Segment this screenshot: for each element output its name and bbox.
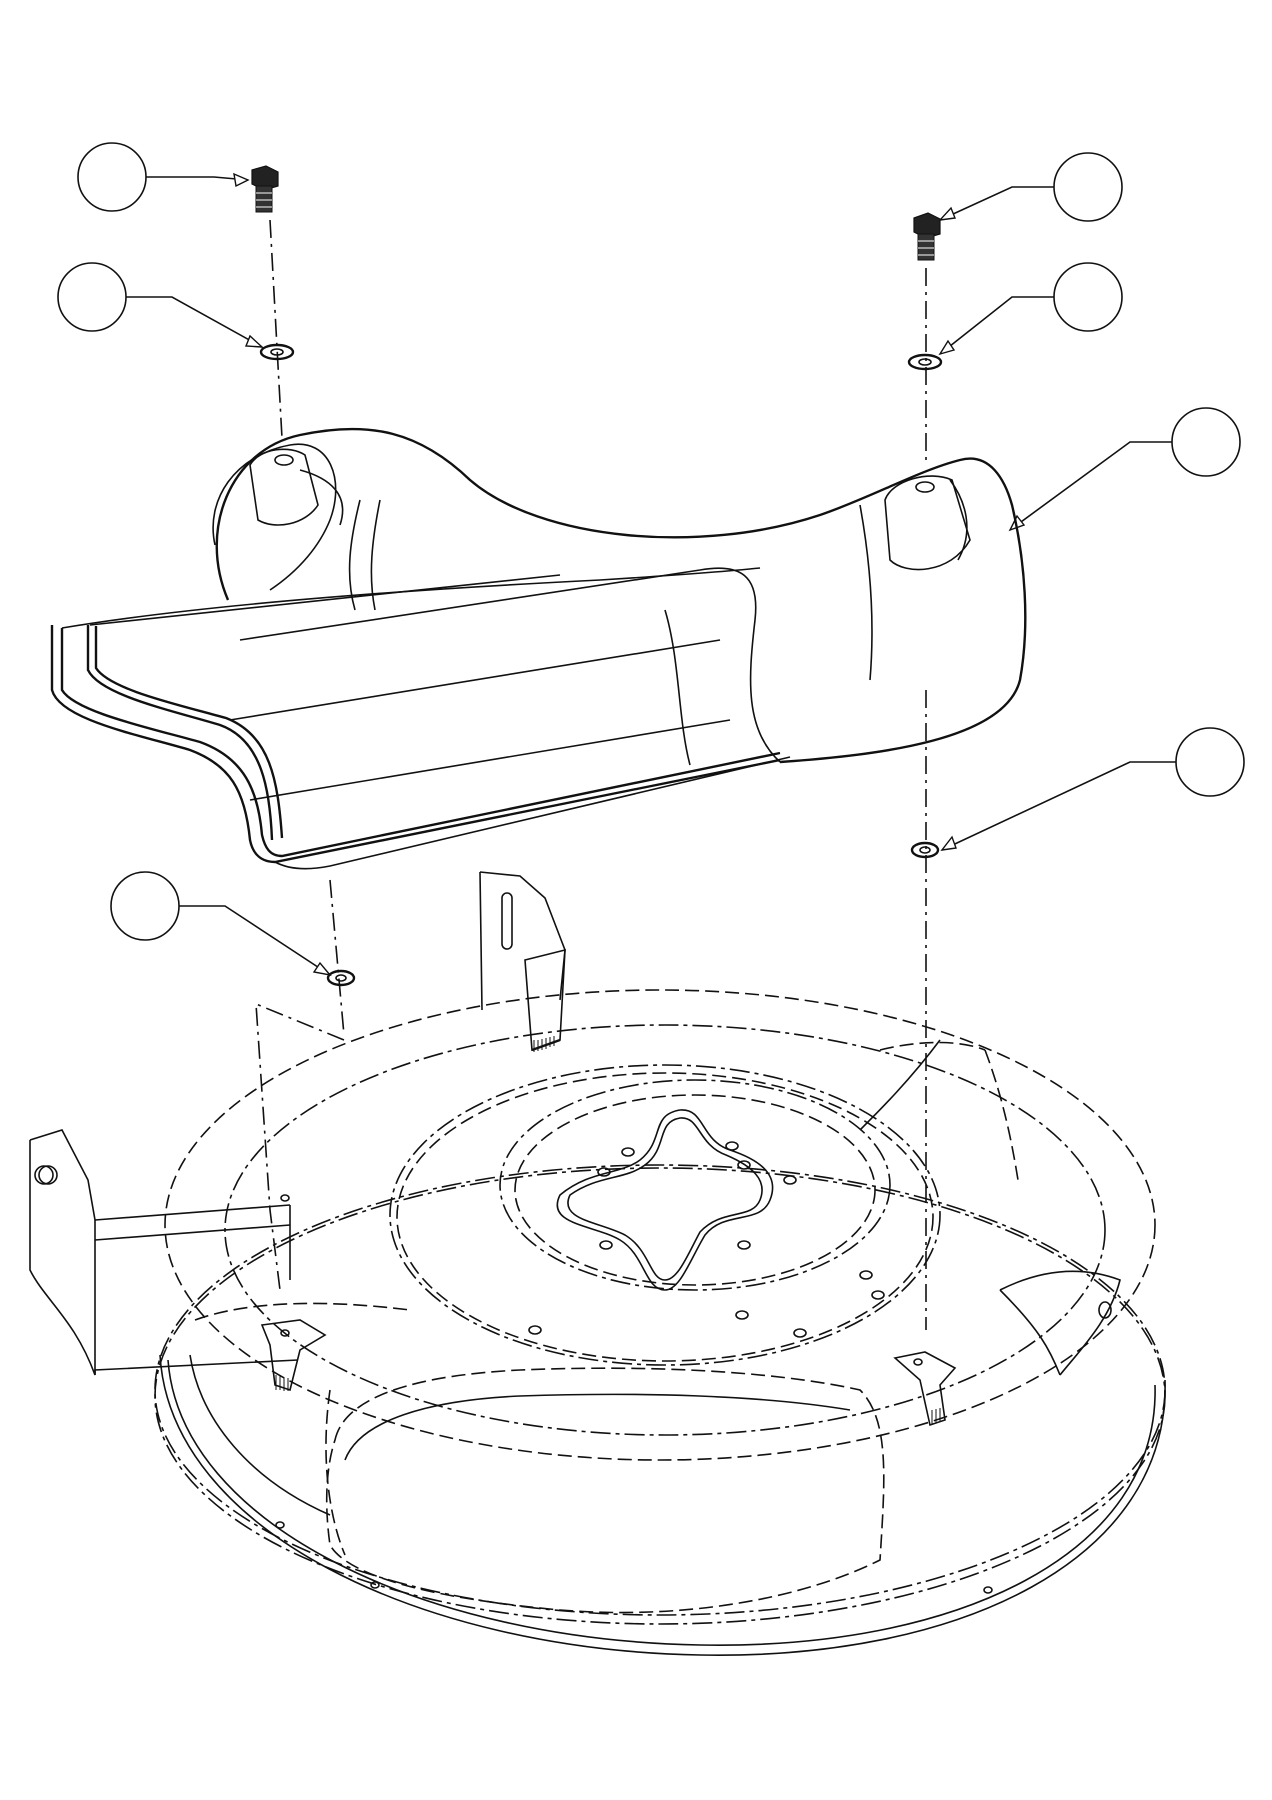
hex-bolt-right [913, 212, 941, 261]
assembly-centerlines [255, 219, 927, 1330]
callout-1-left [77, 142, 250, 212]
rear-bracket [479, 871, 566, 1052]
callout-2-left [110, 871, 332, 977]
washer-lower-left [326, 969, 356, 987]
callout-2-right [940, 727, 1245, 851]
front-left-clip [260, 1319, 327, 1392]
washer-top-right [907, 353, 943, 371]
mower-deck [154, 989, 1166, 1656]
hex-bolt-left [251, 165, 279, 213]
front-right-clip [893, 1351, 957, 1427]
callout-4-left [57, 262, 264, 348]
side-mounting-bracket [29, 1129, 299, 1376]
callout-4-right [938, 262, 1123, 356]
callout-3 [1008, 407, 1241, 532]
discharge-chute [50, 427, 1027, 870]
callout-1-right [938, 152, 1123, 222]
washer-lower-right [910, 841, 940, 859]
motor-mount-holes [528, 1141, 885, 1338]
